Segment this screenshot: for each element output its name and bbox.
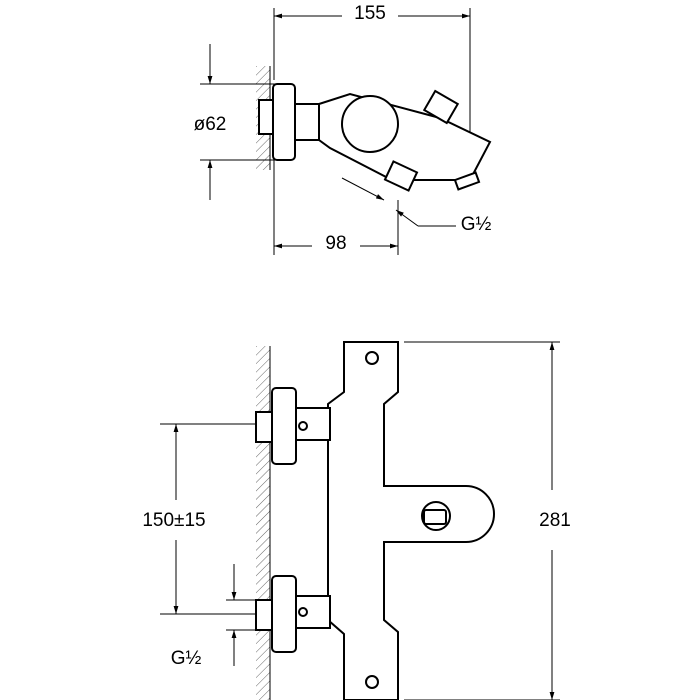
dimension-150: 150±15 bbox=[142, 423, 256, 615]
dim-outlet-offset: 98 bbox=[325, 233, 346, 254]
dim-height: 281 bbox=[539, 510, 571, 531]
thread-marker-top: G½ bbox=[341, 177, 492, 235]
dim-thread-front: G½ bbox=[171, 648, 202, 669]
dim-overall-width: 155 bbox=[354, 3, 386, 24]
dimension-281: 281 bbox=[404, 341, 571, 700]
dim-diameter: ø62 bbox=[194, 114, 227, 135]
top-view: 155 ø62 98 bbox=[194, 3, 492, 255]
dimension-155: 155 bbox=[273, 3, 471, 140]
dimension-98: 98 bbox=[273, 160, 399, 255]
wall-hatch-front bbox=[256, 346, 270, 700]
front-view: 281 150±15 G½ bbox=[142, 341, 571, 700]
thread-marker-front: G½ bbox=[171, 564, 256, 669]
dim-thread-top: G½ bbox=[461, 214, 492, 235]
thermostat-body bbox=[327, 341, 495, 700]
dim-inlet-spacing: 150±15 bbox=[142, 510, 205, 531]
